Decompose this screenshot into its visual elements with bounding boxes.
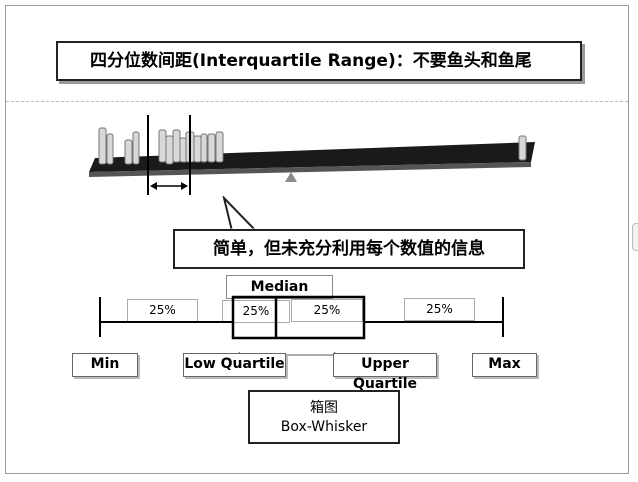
slide-title: 四分位数间距(Interquartile Range)：不要鱼头和鱼尾 [56, 41, 582, 81]
max-label: Max [472, 353, 537, 377]
min-label: Min [72, 353, 138, 377]
median-label: Median [226, 275, 333, 299]
box-whisker-plot [99, 295, 504, 340]
callout-text: 简单，但未充分利用每个数值的信息 [173, 229, 525, 269]
pct-label-2: 25% [222, 300, 290, 323]
iqr-arrowhead-right [181, 182, 188, 190]
balance-board [89, 142, 535, 172]
iqr-arrowhead-left [150, 182, 157, 190]
low-quartile-label: Low Quartile [183, 353, 286, 377]
legend-box: 箱图 Box-Whisker [248, 390, 400, 444]
scroll-handle[interactable] [632, 223, 638, 251]
upper-quartile-label: Upper Quartile [333, 353, 437, 392]
balance-illustration [89, 115, 535, 195]
legend-english: Box-Whisker [280, 419, 368, 435]
iqr-box [231, 295, 366, 340]
legend-chinese: 箱图 [310, 400, 338, 416]
fulcrum-icon [285, 172, 297, 182]
pct-label-4: 25% [404, 298, 475, 321]
pct-label-3: 25% [291, 299, 363, 322]
divider-line [6, 101, 628, 102]
balance-board-edge [89, 162, 531, 177]
